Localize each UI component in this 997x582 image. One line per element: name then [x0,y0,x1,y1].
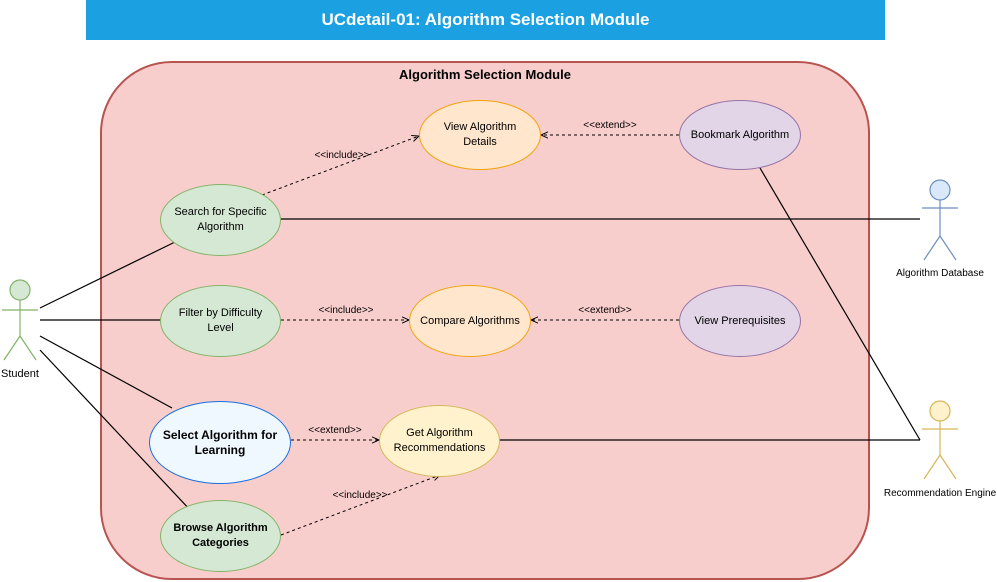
use-case-bookmark-algorithm[interactable]: Bookmark Algorithm [679,100,801,170]
use-case-get-algorithm-recommendations[interactable]: Get Algorithm Recommendations [379,405,500,477]
algorithm-database-actor-label: Algorithm Database [896,268,984,279]
recommendation-engine-actor-icon[interactable] [920,399,964,485]
use-case-view-algorithm-details[interactable]: View Algorithm Details [419,100,541,170]
student-actor-icon[interactable] [0,278,44,364]
association-student-search [39,241,176,309]
student-actor-label: Student [1,368,39,380]
algorithm-database-actor-icon[interactable] [920,178,964,264]
relation-label-include: <<include>> [318,305,374,316]
relation-label-include: <<include>> [332,490,388,501]
include-search-details [261,136,419,196]
use-case-filter-by-difficulty[interactable]: Filter by Difficulty Level [160,285,281,357]
system-boundary-title: Algorithm Selection Module [399,67,571,82]
include-browse-recommendations [280,475,440,536]
use-case-compare-algorithms[interactable]: Compare Algorithms [409,285,531,357]
use-case-search-specific-algorithm[interactable]: Search for Specific Algorithm [160,184,281,256]
relation-label-extend: <<extend>> [583,120,637,131]
relation-label-include: <<include>> [314,150,370,161]
diagram-title: UCdetail-01: Algorithm Selection Module [86,0,885,40]
use-case-browse-algorithm-categories[interactable]: Browse Algorithm Categories [160,500,281,572]
association-student-browse [39,349,193,513]
relation-label-extend: <<extend>> [578,305,632,316]
recommendation-engine-actor-label: Recommendation Engine [883,488,997,499]
use-case-select-algorithm-for-learning[interactable]: Select Algorithm for Learning [149,401,291,484]
relation-label-extend: <<extend>> [308,425,362,436]
use-case-view-prerequisites[interactable]: View Prerequisites [679,285,801,357]
association-student-select [39,335,173,409]
association-bookmark-engine [759,167,921,441]
